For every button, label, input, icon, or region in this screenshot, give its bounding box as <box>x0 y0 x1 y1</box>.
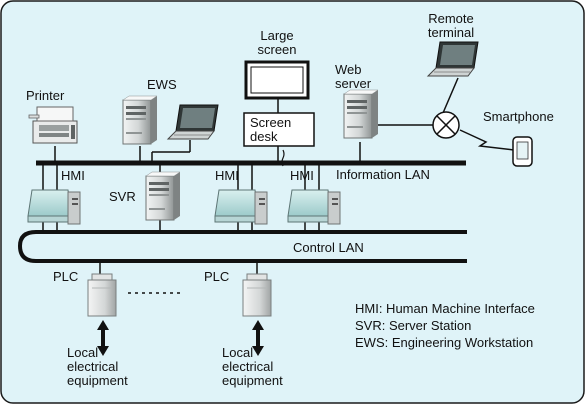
smartphone-icon <box>512 136 533 167</box>
printer-label: Printer <box>26 88 65 103</box>
monitor-icon <box>244 60 310 100</box>
information-lan-label: Information LAN <box>336 167 430 182</box>
web-server-label-line1: Web <box>335 62 362 77</box>
hmi-computer-icon <box>287 189 341 225</box>
legend-ews: EWS: Engineering Workstation <box>355 335 533 350</box>
control-lan-bus <box>17 230 467 263</box>
printer-icon <box>28 106 78 144</box>
ews-label: EWS <box>147 77 177 92</box>
local-equipment-label-1-line3: equipment <box>67 373 128 388</box>
plc-icon <box>87 273 117 317</box>
plc-label-2: PLC <box>204 269 229 284</box>
screen-desk-label-line2: desk <box>250 129 278 144</box>
plc-label-1: PLC <box>53 269 78 284</box>
hmi-computer-icon <box>27 189 81 225</box>
web-server-label-line2: server <box>335 76 372 91</box>
bus-squiggle <box>281 149 285 167</box>
remote-terminal-label-line2: terminal <box>428 25 474 40</box>
large-screen-label-line2: screen <box>257 42 296 57</box>
local-equipment-label-1-line1: Local <box>67 345 98 360</box>
local-equipment-label-2-line3: equipment <box>222 373 283 388</box>
connection-lines <box>42 77 459 275</box>
screen-desk-box <box>243 112 315 147</box>
router-icon <box>432 111 460 139</box>
local-equipment-label-2-line1: Local <box>222 345 253 360</box>
hmi-computer-icon <box>214 189 268 225</box>
plc-icon <box>242 273 272 317</box>
local-equipment-label-2-line2: electrical <box>222 359 273 374</box>
smartphone-label: Smartphone <box>483 109 554 124</box>
hmi-label-1: HMI <box>61 168 85 183</box>
svr-label: SVR <box>109 189 136 204</box>
screen-desk-label-line1: Screen <box>250 115 291 130</box>
hmi-label-2: HMI <box>215 168 239 183</box>
tower-pc-icon <box>122 95 158 145</box>
remote-terminal-label-line1: Remote <box>428 11 474 26</box>
local-equipment-label-1-line2: electrical <box>67 359 118 374</box>
tower-pc-icon <box>343 89 379 139</box>
hmi-label-3: HMI <box>290 168 314 183</box>
legend-svr: SVR: Server Station <box>355 318 471 333</box>
legend-hmi: HMI: Human Machine Interface <box>355 301 535 316</box>
wireless-link <box>459 129 515 151</box>
tower-pc-icon <box>145 171 181 221</box>
control-lan-label: Control LAN <box>293 240 364 255</box>
large-screen-label-line1: Large <box>260 28 293 43</box>
